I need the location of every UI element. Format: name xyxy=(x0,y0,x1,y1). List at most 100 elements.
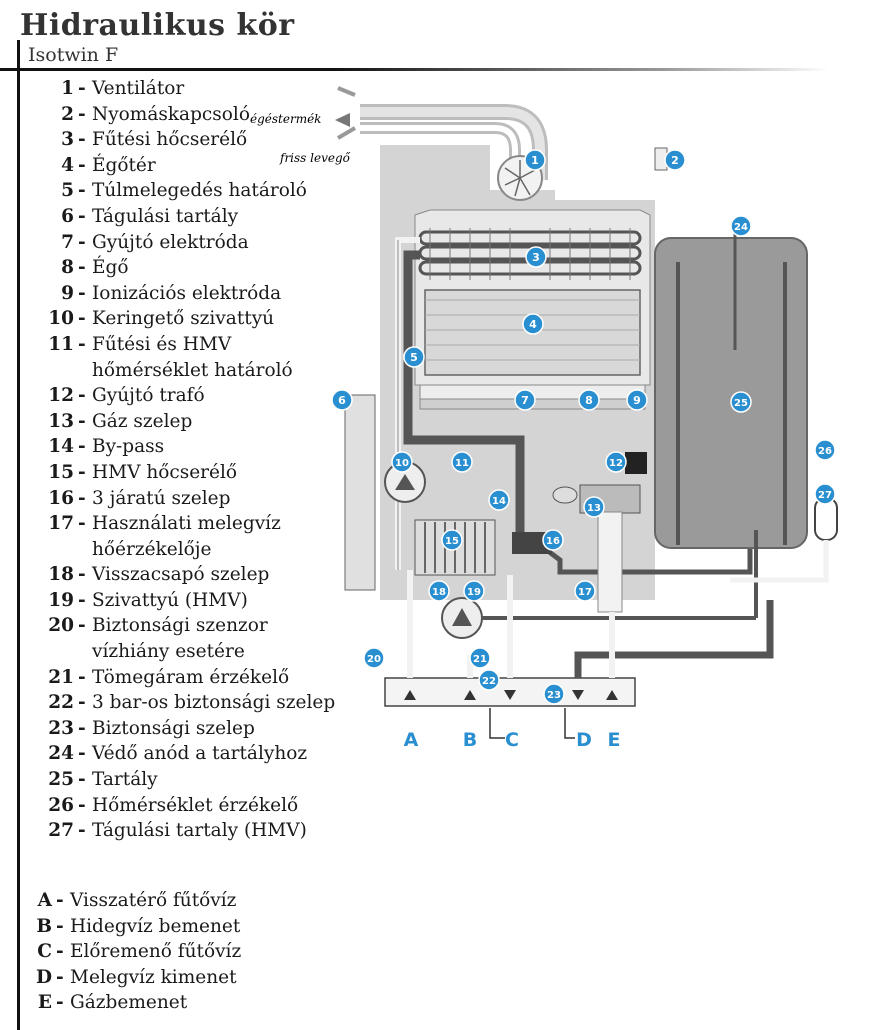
legend-label: Gyújtó trafó xyxy=(92,385,205,407)
svg-text:20: 20 xyxy=(367,654,381,665)
legend-number: 1 xyxy=(61,78,74,99)
badge-14: 14 xyxy=(488,489,510,511)
badge-24: 24 xyxy=(730,215,752,237)
flue-label: égéstermék xyxy=(250,112,321,126)
legend-item: 8-Égő xyxy=(20,255,340,281)
legend-item: B-Hidegvíz bemenet xyxy=(20,914,340,940)
legend-label: Előremenő fűtővíz xyxy=(70,941,242,963)
legend-item: 10-Keringető szivattyú xyxy=(20,306,340,332)
legend-dash: - xyxy=(78,103,86,125)
badge-10: 10 xyxy=(391,451,413,473)
svg-text:1: 1 xyxy=(531,154,539,167)
legend-number: 25 xyxy=(48,769,74,791)
connection-manifold xyxy=(384,570,774,707)
legend-item: 19-Szivattyú (HMV) xyxy=(20,588,340,614)
legend-item: A-Visszatérő fűtővíz xyxy=(20,888,340,914)
badge-18: 18 xyxy=(428,580,450,602)
svg-text:8: 8 xyxy=(585,394,593,407)
legend-number: 19 xyxy=(48,589,74,611)
legend-item: D-Melegvíz kimenet xyxy=(20,965,340,991)
legend-dash: - xyxy=(78,692,86,714)
legend-item: 12-Gyújtó trafó xyxy=(20,383,340,409)
legend-item: 13-Gáz szelep xyxy=(20,409,340,435)
legend-label: Gáz szelep xyxy=(92,410,193,432)
legend-item: 7-Gyújtó elektróda xyxy=(20,230,340,256)
legend-dash: - xyxy=(78,78,86,99)
legend-number: 20 xyxy=(48,615,74,637)
legend-dash: - xyxy=(78,410,86,432)
legend-dash: - xyxy=(78,180,86,202)
legend-number: 11 xyxy=(48,333,74,355)
badge-15: 15 xyxy=(441,529,463,551)
left-rule xyxy=(17,40,20,1030)
legend-item: 3-Fűtési hőcserélő xyxy=(20,127,340,153)
legend-number: 17 xyxy=(48,513,74,535)
legend-label: 3 bar-os biztonsági szelep xyxy=(92,692,336,714)
legend-dash: - xyxy=(78,615,86,637)
legend-label: Fűtési és HMV xyxy=(92,333,232,355)
legend-item: 14-By-pass xyxy=(20,434,340,460)
port-connectors xyxy=(489,708,575,739)
legend-number: 10 xyxy=(48,308,74,330)
dhw-exchanger xyxy=(414,519,496,576)
badge-7: 7 xyxy=(514,389,536,411)
legend-number: 23 xyxy=(48,717,74,739)
page-title: Hidraulikus kör xyxy=(20,8,295,43)
fan xyxy=(497,155,543,201)
badge-17: 17 xyxy=(574,580,596,602)
badge-16: 16 xyxy=(542,529,564,551)
badge-2: 2 xyxy=(664,149,686,171)
expansion-vessel xyxy=(344,394,376,591)
legend-item: 16-3 járatú szelep xyxy=(20,486,340,512)
legend-label: 3 járatú szelep xyxy=(92,487,231,509)
legend-label: HMV hőcserélő xyxy=(92,461,238,483)
legend-item: 26-Hőmérséklet érzékelő xyxy=(20,793,340,819)
legend-dash: - xyxy=(78,564,86,586)
badge-3: 3 xyxy=(525,246,547,268)
legend-label: Visszacsapó szelep xyxy=(92,564,270,586)
legend-label: Nyomáskapcsoló xyxy=(92,103,250,125)
legend-label: Melegvíz kimenet xyxy=(70,966,237,988)
legend-item: 1-Ventilátor xyxy=(20,76,340,102)
legend-label: Fűtési hőcserélő xyxy=(92,129,248,151)
legend-label: Keringető szivattyú xyxy=(92,308,275,330)
badge-25: 25 xyxy=(730,391,752,413)
legend-label: Használati melegvíz xyxy=(92,513,281,535)
legend-number: 21 xyxy=(48,666,74,688)
legend-label: Szivattyú (HMV) xyxy=(92,589,248,611)
svg-text:6: 6 xyxy=(338,394,346,407)
legend-dash: - xyxy=(78,282,86,304)
legend-label: Biztonsági szenzor xyxy=(92,615,268,637)
three-way-valve xyxy=(512,532,552,554)
badge-5: 5 xyxy=(403,346,425,368)
svg-text:5: 5 xyxy=(410,351,418,364)
flue-pipes xyxy=(335,86,548,180)
badge-1: 1 xyxy=(524,149,546,171)
legend-dash: - xyxy=(78,436,86,458)
page-subtitle: Isotwin F xyxy=(28,44,119,66)
svg-text:3: 3 xyxy=(532,251,540,264)
legend-item: 2-Nyomáskapcsoló xyxy=(20,102,340,128)
legend-label: Biztonsági szelep xyxy=(92,717,255,739)
legend-number: D xyxy=(35,966,52,988)
legend-item: 20-Biztonsági szenzor xyxy=(20,613,340,639)
legend-number: 5 xyxy=(61,180,74,202)
badge-26: 26 xyxy=(814,439,836,461)
legend-number: B xyxy=(36,915,52,937)
legend-label: vízhiány esetére xyxy=(92,641,245,663)
svg-text:27: 27 xyxy=(818,490,832,501)
svg-text:14: 14 xyxy=(492,496,506,507)
legend-number: E xyxy=(37,992,52,1014)
legend-item: E-Gázbemenet xyxy=(20,990,340,1016)
legend-dash: - xyxy=(78,385,86,407)
badge-11: 11 xyxy=(451,451,473,473)
legend-dash: - xyxy=(56,941,64,963)
legend-dash: - xyxy=(78,769,86,791)
legend-dash: - xyxy=(78,820,86,842)
legend-number: 14 xyxy=(48,436,74,458)
port-letter-d: D xyxy=(576,729,592,751)
legend-label: hőérzékelője xyxy=(92,538,212,560)
legend-item: 25-Tartály xyxy=(20,767,340,793)
